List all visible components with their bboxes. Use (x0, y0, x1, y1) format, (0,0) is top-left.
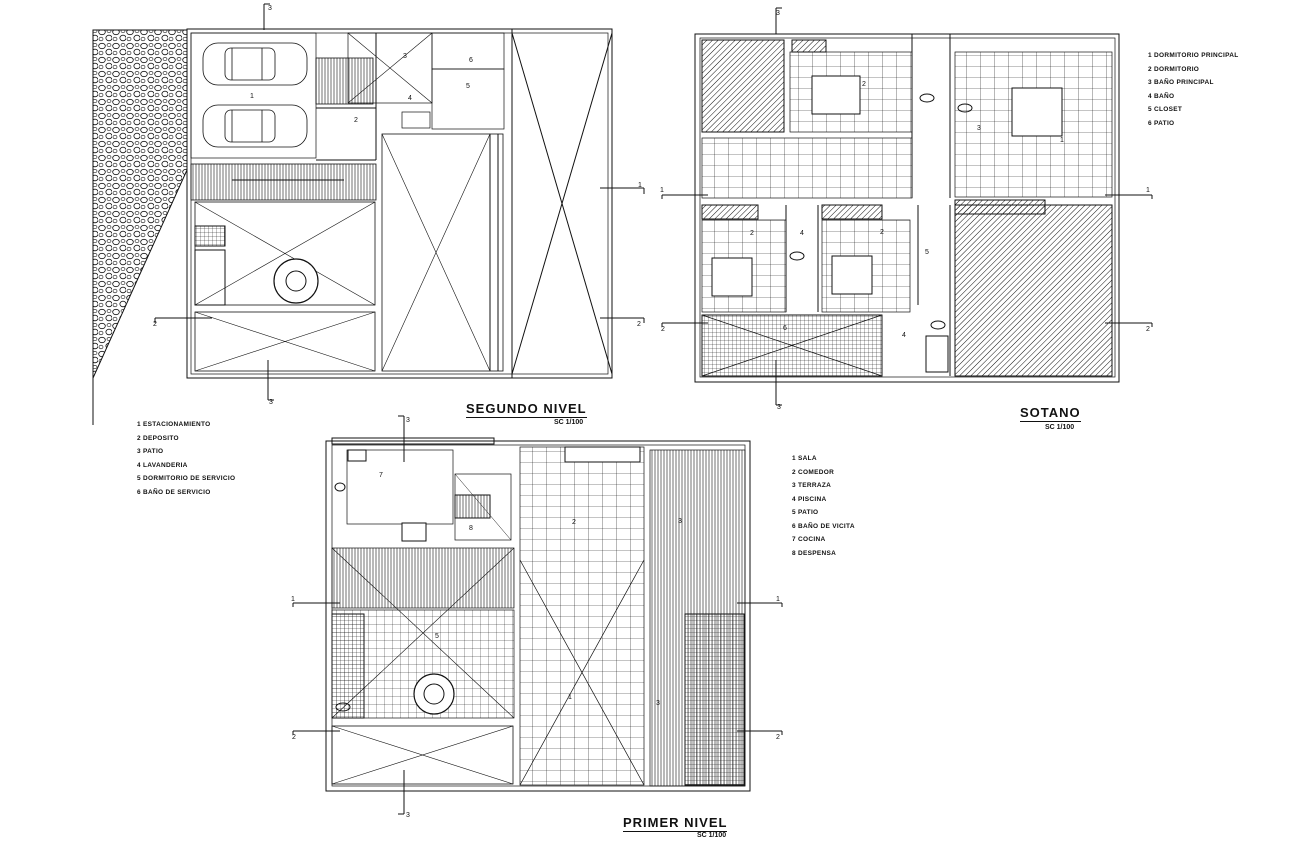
legend-primer: 1 SALA 2 COMEDOR 3 TERRAZA 4 PISCINA 5 P… (792, 452, 855, 560)
section-mark: 3 (268, 5, 272, 12)
legend-item: 8 DESPENSA (792, 549, 837, 557)
toilet-icon (334, 482, 346, 492)
plan-primer-nivel (292, 415, 783, 815)
section-mark: 2 (153, 321, 157, 328)
room-label: 5 (466, 83, 470, 90)
room-labels-primer: 1 2 3 3 5 7 8 3 3 1 1 2 2 (291, 417, 780, 819)
room-label: 3 (403, 53, 407, 60)
legend-item: 4 BAÑO (1148, 92, 1175, 100)
legend-item: 2 DEPOSITO (137, 434, 179, 442)
legend-item: 3 BAÑO PRINCIPAL (1148, 79, 1214, 86)
room-label: 3 (977, 125, 981, 132)
plan-scale-sotano: SC 1/100 (1045, 424, 1075, 431)
room-label: 2 (750, 230, 754, 237)
room-label: 1 (568, 694, 572, 701)
room-label: 1 (250, 93, 254, 100)
legend-sotano: 1 DORMITORIO PRINCIPAL 2 DORMITORIO 3 BA… (1148, 49, 1239, 130)
plan-scale-primer: SC 1/100 (697, 832, 727, 839)
section-mark: 1 (660, 187, 664, 194)
legend-item: 4 PISCINA (792, 495, 827, 503)
legend-item: 1 SALA (792, 455, 817, 462)
toilet-icon (919, 93, 935, 103)
plan-title-segundo: SEGUNDO NIVEL (466, 401, 587, 418)
room-labels-sotano: 1 2 2 2 3 4 4 5 6 3 3 1 1 2 2 (660, 10, 1150, 411)
toilet-icon (335, 702, 351, 712)
legend-item: 5 PATIO (792, 509, 819, 516)
room-label: 6 (783, 325, 787, 332)
room-label: 5 (925, 249, 929, 256)
room-label: 2 (880, 229, 884, 236)
room-label: 7 (379, 472, 383, 479)
car-icon (202, 42, 308, 86)
section-mark: 2 (292, 734, 296, 741)
toilet-icon (930, 320, 946, 330)
legend-item: 5 CLOSET (1148, 106, 1183, 113)
legend-item: 6 BAÑO DE SERVICIO (137, 488, 211, 496)
legend-item: 7 COCINA (792, 536, 826, 543)
plan-title-primer: PRIMER NIVEL (623, 815, 728, 832)
legend-segundo: 1 ESTACIONAMIENTO 2 DEPOSITO 3 PATIO 4 L… (137, 418, 235, 499)
room-label: 2 (862, 81, 866, 88)
section-mark: 1 (291, 596, 295, 603)
legend-item: 5 DORMITORIO DE SERVICIO (137, 475, 236, 482)
section-mark: 3 (406, 812, 410, 819)
legend-item: 2 DORMITORIO (1148, 65, 1200, 73)
room-label: 8 (469, 525, 473, 532)
car-icon (202, 104, 308, 148)
toilet-icon (957, 103, 973, 113)
plan-scale-segundo: SC 1/100 (554, 419, 584, 426)
section-mark: 1 (1146, 187, 1150, 194)
room-label: 5 (435, 633, 439, 640)
legend-item: 4 LAVANDERIA (137, 461, 188, 469)
legend-item: 1 DORMITORIO PRINCIPAL (1148, 52, 1239, 59)
room-label: 3 (678, 518, 682, 525)
legend-item: 1 ESTACIONAMIENTO (137, 421, 211, 428)
room-label: 1 (1060, 137, 1064, 144)
toilet-icon (789, 251, 805, 261)
plan-segundo-nivel (92, 3, 645, 425)
room-labels-segundo: 1 2 3 4 5 6 3 3 1 2 2 (153, 5, 642, 406)
section-mark: 2 (637, 321, 641, 328)
room-label: 6 (469, 57, 473, 64)
room-label: 3 (656, 700, 660, 707)
section-mark: 3 (776, 10, 780, 17)
legend-item: 3 TERRAZA (792, 482, 832, 489)
planter-icon (273, 258, 319, 304)
section-mark: 2 (1146, 326, 1150, 333)
room-label: 4 (902, 332, 906, 339)
room-label: 4 (800, 230, 804, 237)
room-label: 2 (354, 117, 358, 124)
legend-item: 6 PATIO (1148, 119, 1175, 127)
section-mark: 1 (776, 596, 780, 603)
legend-item: 3 PATIO (137, 448, 164, 455)
section-mark: 3 (777, 404, 781, 411)
planter-icon (413, 673, 455, 715)
section-mark: 2 (661, 326, 665, 333)
room-label: 2 (572, 519, 576, 526)
legend-item: 2 COMEDOR (792, 468, 835, 476)
section-mark: 3 (269, 399, 273, 406)
room-label: 4 (408, 95, 412, 102)
section-mark: 2 (776, 734, 780, 741)
plan-sotano (661, 7, 1153, 406)
plan-title-sotano: SOTANO (1020, 405, 1081, 422)
section-mark: 1 (638, 182, 642, 189)
section-mark: 3 (406, 417, 410, 424)
legend-item: 6 BAÑO DE VICITA (792, 522, 855, 530)
